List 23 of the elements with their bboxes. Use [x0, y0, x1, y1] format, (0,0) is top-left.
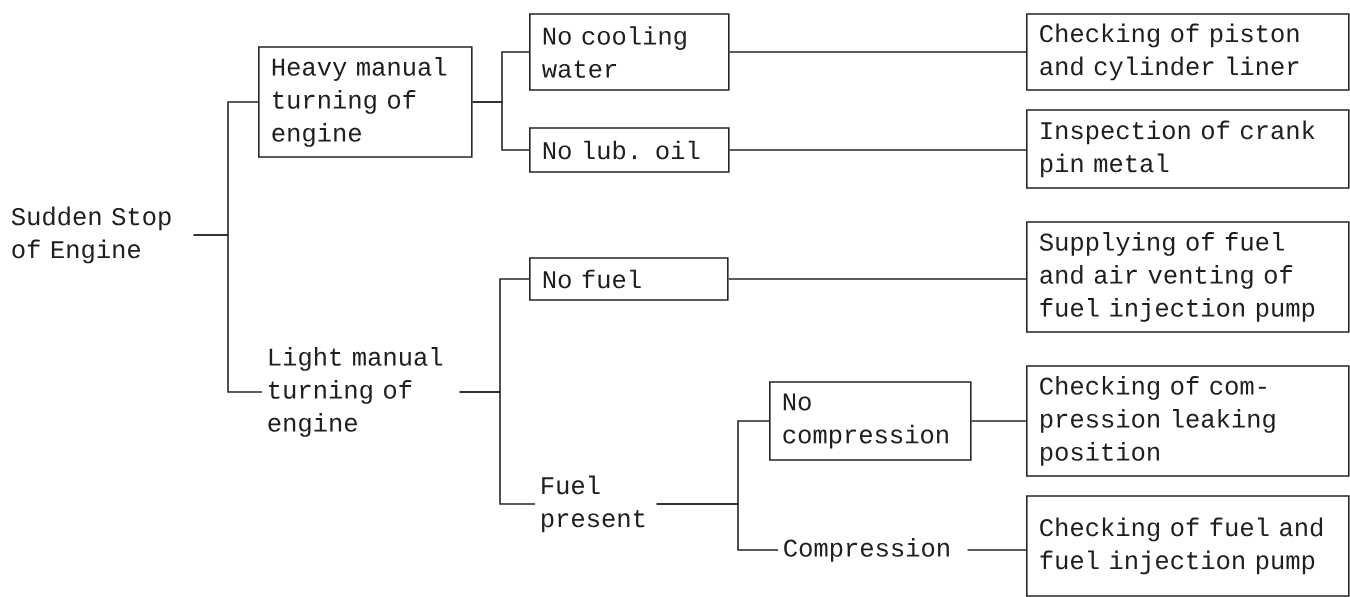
- connector-line: [655, 503, 779, 551]
- text-box: Heavy manual turning of engine: [258, 46, 473, 158]
- branch-label: Sudden Stop of Engine: [11, 206, 171, 264]
- text-box: Supplying of fuel and air venting of fuel injection pump: [1026, 221, 1350, 333]
- connector-line: [727, 278, 1027, 280]
- connector-line: [728, 149, 1027, 151]
- text-box: No lub. oil: [529, 127, 730, 173]
- connector-line: [471, 101, 530, 151]
- connector-line: [458, 391, 536, 505]
- text-box: No fuel: [529, 257, 729, 301]
- text-box: Inspection of crank pin metal: [1026, 109, 1350, 189]
- text-box: Checking of piston and cylinder liner: [1026, 13, 1350, 91]
- text-box: Checking of com- pression leaking position: [1026, 365, 1350, 477]
- text-box: Checking of fuel and fuel injection pump: [1026, 495, 1350, 597]
- connector-line: [970, 420, 1027, 422]
- connector-line: [728, 51, 1027, 53]
- connector-line: [966, 549, 1027, 551]
- connector-line: [192, 234, 263, 393]
- text-box: No compression: [769, 381, 972, 461]
- branch-label: Compression: [784, 538, 949, 562]
- branch-label: Light manual turning of engine: [268, 347, 443, 437]
- branch-label: Fuel present: [542, 475, 645, 533]
- text-box: No cooling water: [529, 13, 730, 91]
